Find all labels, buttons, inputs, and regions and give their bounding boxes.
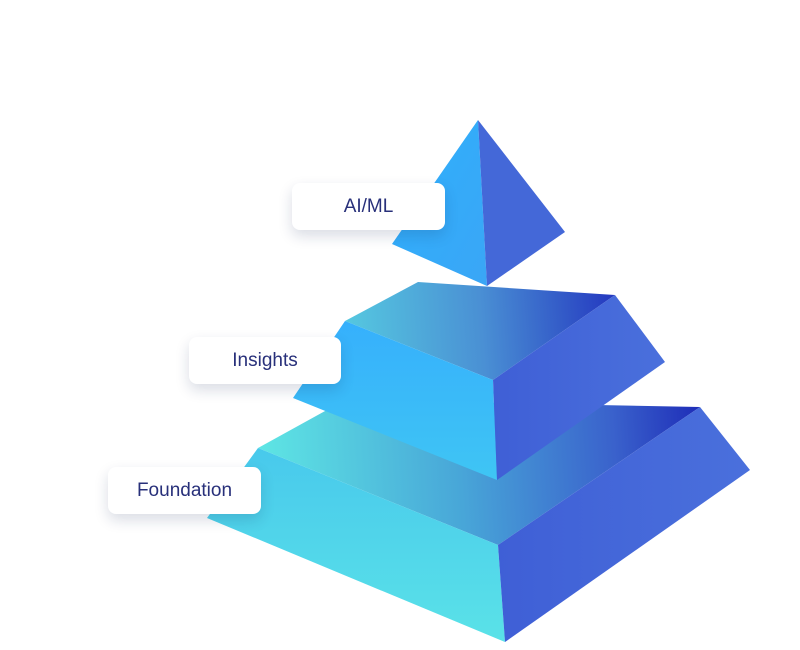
label-insights: Insights — [189, 337, 341, 384]
label-insights-text: Insights — [232, 349, 298, 371]
insights-right-face — [493, 295, 665, 480]
label-ai-ml-text: AI/ML — [343, 195, 394, 217]
insights-front-face — [293, 321, 497, 480]
apex-right-face — [478, 120, 565, 286]
foundation-right-face — [498, 407, 750, 642]
label-ai-ml: AI/ML — [292, 183, 445, 230]
layer-insights — [293, 282, 665, 480]
label-foundation: Foundation — [108, 467, 261, 514]
insights-top-face — [345, 282, 615, 380]
foundation-front-face — [207, 448, 505, 642]
label-foundation-text: Foundation — [136, 479, 233, 501]
